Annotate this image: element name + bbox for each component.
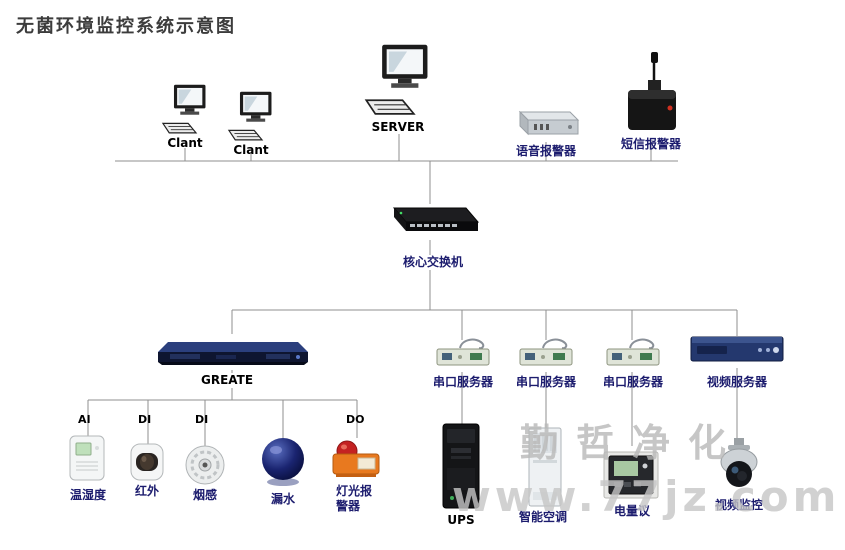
video-server-label: 视频服务器 bbox=[706, 375, 767, 389]
client-computer-icon bbox=[160, 84, 210, 136]
video-monitor-camera-icon bbox=[714, 436, 764, 492]
temp-humidity-sensor-icon bbox=[68, 434, 106, 482]
core-switch-icon bbox=[378, 198, 482, 240]
page-title: 无菌环境监控系统示意图 bbox=[16, 16, 236, 37]
smart-ac-label: 智能空调 bbox=[518, 510, 567, 524]
port-label-ai: AI bbox=[78, 413, 91, 426]
sms-alarm-icon bbox=[620, 50, 680, 138]
water-leak-sensor-icon bbox=[258, 434, 308, 488]
water-leak-label: 漏水 bbox=[270, 492, 295, 506]
ups-icon bbox=[438, 422, 484, 512]
light-alarm-icon bbox=[332, 434, 380, 480]
serial-server-icon bbox=[515, 336, 577, 370]
port-label-do: DO bbox=[346, 413, 365, 426]
smoke-label: 烟感 bbox=[192, 488, 217, 502]
client2-label: Clant bbox=[233, 143, 269, 157]
ups-label: UPS bbox=[447, 513, 475, 527]
greate-label: GREATE bbox=[196, 373, 258, 388]
server-computer-icon bbox=[364, 42, 432, 120]
serial-server-icon bbox=[432, 336, 494, 370]
server-label: SERVER bbox=[371, 120, 425, 134]
power-meter-label: 电量议 bbox=[613, 504, 650, 518]
greate-controller-icon bbox=[158, 330, 308, 370]
client-computer-icon bbox=[226, 91, 276, 143]
video-server-icon bbox=[690, 332, 784, 364]
serial-server-icon bbox=[602, 336, 664, 370]
client1-label: Clant bbox=[167, 136, 203, 150]
port-label-di1: DI bbox=[138, 413, 152, 426]
infrared-sensor-icon bbox=[128, 442, 166, 482]
smoke-detector-icon bbox=[184, 444, 226, 486]
light-alarm-label: 灯光报 警器 bbox=[336, 484, 373, 513]
voice-alarm-icon bbox=[510, 104, 580, 142]
temp-humidity-label: 温湿度 bbox=[69, 488, 106, 502]
serial-server1-label: 串口服务器 bbox=[432, 375, 493, 389]
power-meter-icon bbox=[602, 444, 660, 502]
port-label-di2: DI bbox=[195, 413, 209, 426]
smart-ac-icon bbox=[524, 426, 566, 510]
serial-server2-label: 串口服务器 bbox=[515, 375, 576, 389]
video-monitor-label: 视频监控 bbox=[714, 498, 763, 512]
infrared-label: 红外 bbox=[134, 484, 159, 498]
voice-alarm-label: 语音报警器 bbox=[515, 144, 576, 158]
core-switch-label: 核心交换机 bbox=[398, 255, 468, 270]
sms-alarm-label: 短信报警器 bbox=[620, 137, 681, 151]
serial-server3-label: 串口服务器 bbox=[602, 375, 663, 389]
